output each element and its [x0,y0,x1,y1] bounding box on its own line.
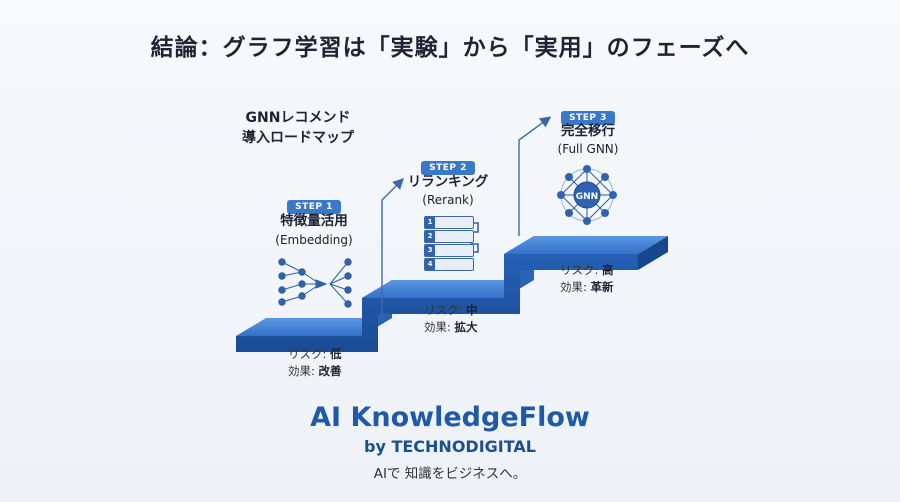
step2-sub: (Rerank) [422,193,474,207]
effect-value: 改善 [318,364,342,378]
list-row: 4 [424,258,474,271]
brand-byline: by TECHNODIGITAL [364,437,536,456]
roadmap-title-line1: GNNレコメンド [245,110,351,126]
step3-metrics: リスク: 高 効果: 革新 [560,262,614,296]
gnn-node-label: GNN [576,192,598,202]
risk-value: 高 [602,263,614,277]
risk-label: リスク: [288,347,327,361]
step1-name: 特徴量活用 [280,213,348,229]
list-number: 3 [425,245,435,256]
risk-label: リスク: [424,303,463,317]
list-number: 2 [425,231,435,242]
risk-value: 低 [330,347,342,361]
step3-header: STEP 3 [548,105,628,125]
stair-step2-top [362,280,534,298]
stair-step3-top [504,236,668,254]
step1-sub: (Embedding) [275,233,353,247]
list-number: 4 [425,259,435,270]
roadmap-title: GNNレコメンド 導入ロードマップ [218,108,378,148]
effect-label: 効果: [424,320,451,334]
progress-arrow-1 [381,178,404,318]
step2-name: リランキング [407,174,489,190]
effect-label: 効果: [288,364,315,378]
roadmap-title-line2: 導入ロードマップ [242,130,354,146]
page-title: 結論：グラフ学習は「実験」から「実用」のフェーズへ [150,35,750,61]
brand-tagline: AIで 知識をビジネスへ。 [373,466,527,482]
progress-arrow-2 [518,116,552,236]
embedding-icon [278,258,352,308]
list-row: 3 [424,244,474,257]
step2-header: STEP 2 [408,155,488,175]
rerank-list-icon: 1 2 3 4 [424,216,474,272]
step2-badge: STEP 2 [421,161,475,175]
step3-sub: (Full GNN) [557,142,619,156]
stair-step1-top [236,318,392,336]
brand-name: AI KnowledgeFlow [310,402,590,433]
step2-metrics: リスク: 中 効果: 拡大 [424,302,478,336]
stair-front-face [236,254,638,352]
step3-badge: STEP 3 [561,111,615,125]
step3-name: 完全移行 [561,123,615,139]
risk-value: 中 [466,303,478,317]
effect-label: 効果: [560,280,587,294]
rerank-arrows-icon [470,222,479,253]
step1-metrics: リスク: 低 効果: 改善 [288,346,342,380]
effect-value: 革新 [590,280,614,294]
list-number: 1 [425,217,435,228]
list-row: 2 [424,230,474,243]
step1-header: STEP 1 [262,194,366,214]
risk-label: リスク: [560,263,599,277]
gnn-network-icon [557,165,617,225]
step1-badge: STEP 1 [287,200,341,214]
effect-value: 拡大 [454,320,478,334]
list-row: 1 [424,216,474,229]
